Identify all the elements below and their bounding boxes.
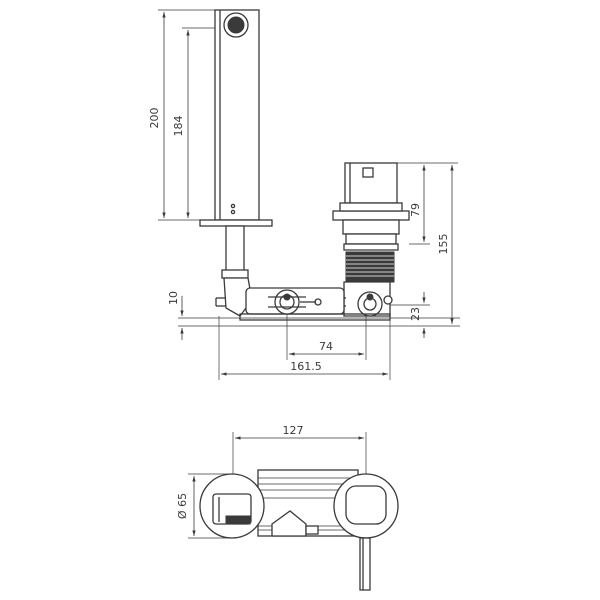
- escutcheon-ring: [342, 219, 400, 235]
- sleeve-collar: [343, 243, 399, 251]
- dim-plan-width: 127: [283, 424, 304, 437]
- side-plug: [383, 295, 393, 305]
- dim-overall-width: 161.5: [290, 360, 322, 373]
- escutcheon-ring: [339, 202, 403, 212]
- spout-pipe: [225, 225, 245, 275]
- mounting-plate: [239, 313, 391, 321]
- plan-view: 127 Ø 65: [176, 424, 399, 591]
- dim-handle-height: 79: [409, 203, 422, 217]
- elevation-view: 200 184 79 155 23 10 74 161.5: [148, 9, 460, 380]
- diverter-tab: [305, 525, 319, 535]
- dim-plate-diameter: Ø 65: [176, 493, 189, 519]
- dim-mixer-height: 155: [437, 234, 450, 255]
- threaded-cartridge: [345, 251, 395, 283]
- handle-indicator: [362, 167, 374, 178]
- mixer-handle-top: [345, 485, 387, 525]
- valve-port: [357, 291, 383, 317]
- dim-body-depth: 23: [409, 307, 422, 321]
- spout-wall-plate: [199, 219, 273, 227]
- port-fitting: [366, 293, 374, 301]
- dim-plate-thickness: 10: [167, 291, 180, 305]
- aerator-ring: [223, 12, 249, 38]
- spout-outlet: [225, 515, 251, 525]
- dim-overall-height: 200: [148, 108, 161, 129]
- screw-dot: [230, 209, 236, 215]
- mixer-lever: [359, 537, 371, 591]
- screw-head: [314, 298, 322, 306]
- sleeve: [345, 233, 397, 245]
- spout-body: [214, 9, 260, 221]
- screw-dot: [230, 203, 236, 209]
- dim-spout-height: 184: [172, 116, 185, 137]
- dim-centre-spacing: 74: [319, 340, 333, 353]
- thread-lines: [346, 255, 394, 277]
- pipe-collar: [221, 269, 249, 279]
- aerator-outlet: [227, 16, 245, 34]
- mixer-wall-plate: [332, 210, 410, 221]
